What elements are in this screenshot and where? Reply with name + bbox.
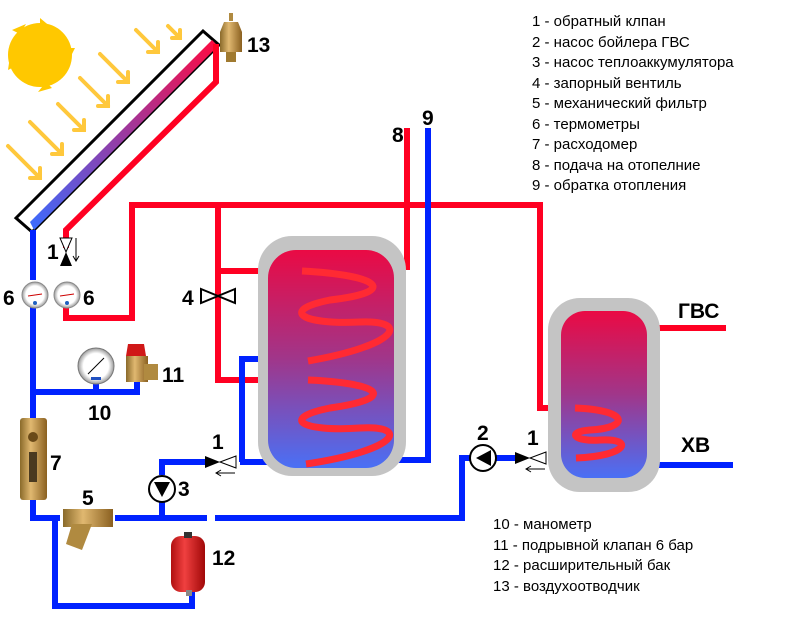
label-check-valve-boiler: 1 bbox=[527, 427, 539, 450]
legend-item: 8 - подача на отопелние bbox=[532, 156, 701, 174]
flow-meter-icon bbox=[20, 418, 47, 500]
legend-item: 10 - манометр bbox=[493, 516, 592, 533]
ray-arrow-icon bbox=[78, 76, 110, 108]
label-thermometer-right: 6 bbox=[83, 287, 95, 310]
check-valve-icon bbox=[59, 237, 80, 266]
legend-item: 1 - обратный клпан bbox=[532, 13, 666, 30]
legend-item: 13 - воздухоотводчик bbox=[493, 577, 640, 595]
legend-item: 2 - насос бойлера ГВС bbox=[532, 33, 690, 51]
ray-arrow-icon bbox=[56, 102, 86, 132]
storage-tank bbox=[258, 236, 406, 476]
lower-coil bbox=[298, 376, 394, 468]
legend-item: 3 - насос теплоаккумулятора bbox=[532, 54, 734, 71]
label-thermometer-left: 6 bbox=[3, 287, 15, 310]
legend-top: 1 - обратный клпан 2 - насос бойлера ГВС… bbox=[532, 12, 734, 197]
legend-bottom: 10 - манометр 11 - подрывной клапан 6 ба… bbox=[493, 515, 693, 597]
label-expansion-tank: 12 bbox=[212, 547, 235, 570]
label-hot-water: ГВС bbox=[678, 300, 719, 323]
legend-item: 5 - механический фильтр bbox=[532, 95, 707, 112]
dhw-boiler-tank bbox=[548, 298, 660, 492]
ray-arrow-icon bbox=[134, 28, 160, 54]
filter-icon bbox=[63, 509, 113, 550]
thermometer-icon bbox=[21, 281, 49, 309]
pump-icon bbox=[469, 444, 497, 472]
label-air-vent: 13 bbox=[247, 34, 270, 57]
sun-rays bbox=[6, 24, 182, 180]
ray-arrow-icon bbox=[28, 120, 64, 156]
legend-item: 12 - расширительный бак bbox=[493, 557, 671, 574]
air-vent-icon bbox=[220, 13, 242, 62]
legend-item: 11 - подрывной клапан 6 бар bbox=[493, 536, 694, 554]
check-valve-icon bbox=[205, 455, 237, 477]
ray-arrow-icon bbox=[98, 52, 130, 84]
boiler-coil bbox=[572, 404, 625, 462]
label-cold-water: ХВ bbox=[681, 434, 710, 457]
label-pressure-gauge: 10 bbox=[88, 402, 111, 425]
label-heating-return: 9 bbox=[422, 107, 434, 130]
check-valve-icon bbox=[515, 451, 547, 473]
label-heating-supply: 8 bbox=[392, 124, 404, 147]
safety-valve-icon bbox=[126, 344, 158, 382]
expansion-tank-icon bbox=[171, 532, 205, 596]
upper-coil bbox=[298, 267, 394, 365]
label-flow-meter: 7 bbox=[50, 452, 62, 475]
legend-item: 6 - термометры bbox=[532, 115, 640, 133]
legend-item: 4 - запорный вентиль bbox=[532, 74, 682, 92]
thermometer-icon bbox=[53, 281, 81, 309]
legend-item: 9 - обратка отопления bbox=[532, 177, 687, 194]
label-pump-boiler: 2 bbox=[477, 422, 489, 445]
ray-arrow-icon bbox=[166, 24, 182, 40]
pressure-gauge-icon bbox=[77, 347, 115, 385]
label-check-valve-collector: 1 bbox=[47, 241, 59, 264]
label-pump-storage: 3 bbox=[178, 478, 190, 501]
sun-icon bbox=[8, 18, 75, 92]
label-safety-valve: 11 bbox=[162, 364, 185, 387]
label-shutoff-valve: 4 bbox=[182, 287, 194, 310]
label-check-valve-storage: 1 bbox=[212, 431, 224, 454]
pump-icon bbox=[148, 475, 176, 503]
shutoff-valve-icon bbox=[200, 287, 236, 305]
legend-item: 7 - расходомер bbox=[532, 136, 638, 153]
label-filter: 5 bbox=[82, 487, 94, 510]
ray-arrow-icon bbox=[6, 144, 42, 180]
